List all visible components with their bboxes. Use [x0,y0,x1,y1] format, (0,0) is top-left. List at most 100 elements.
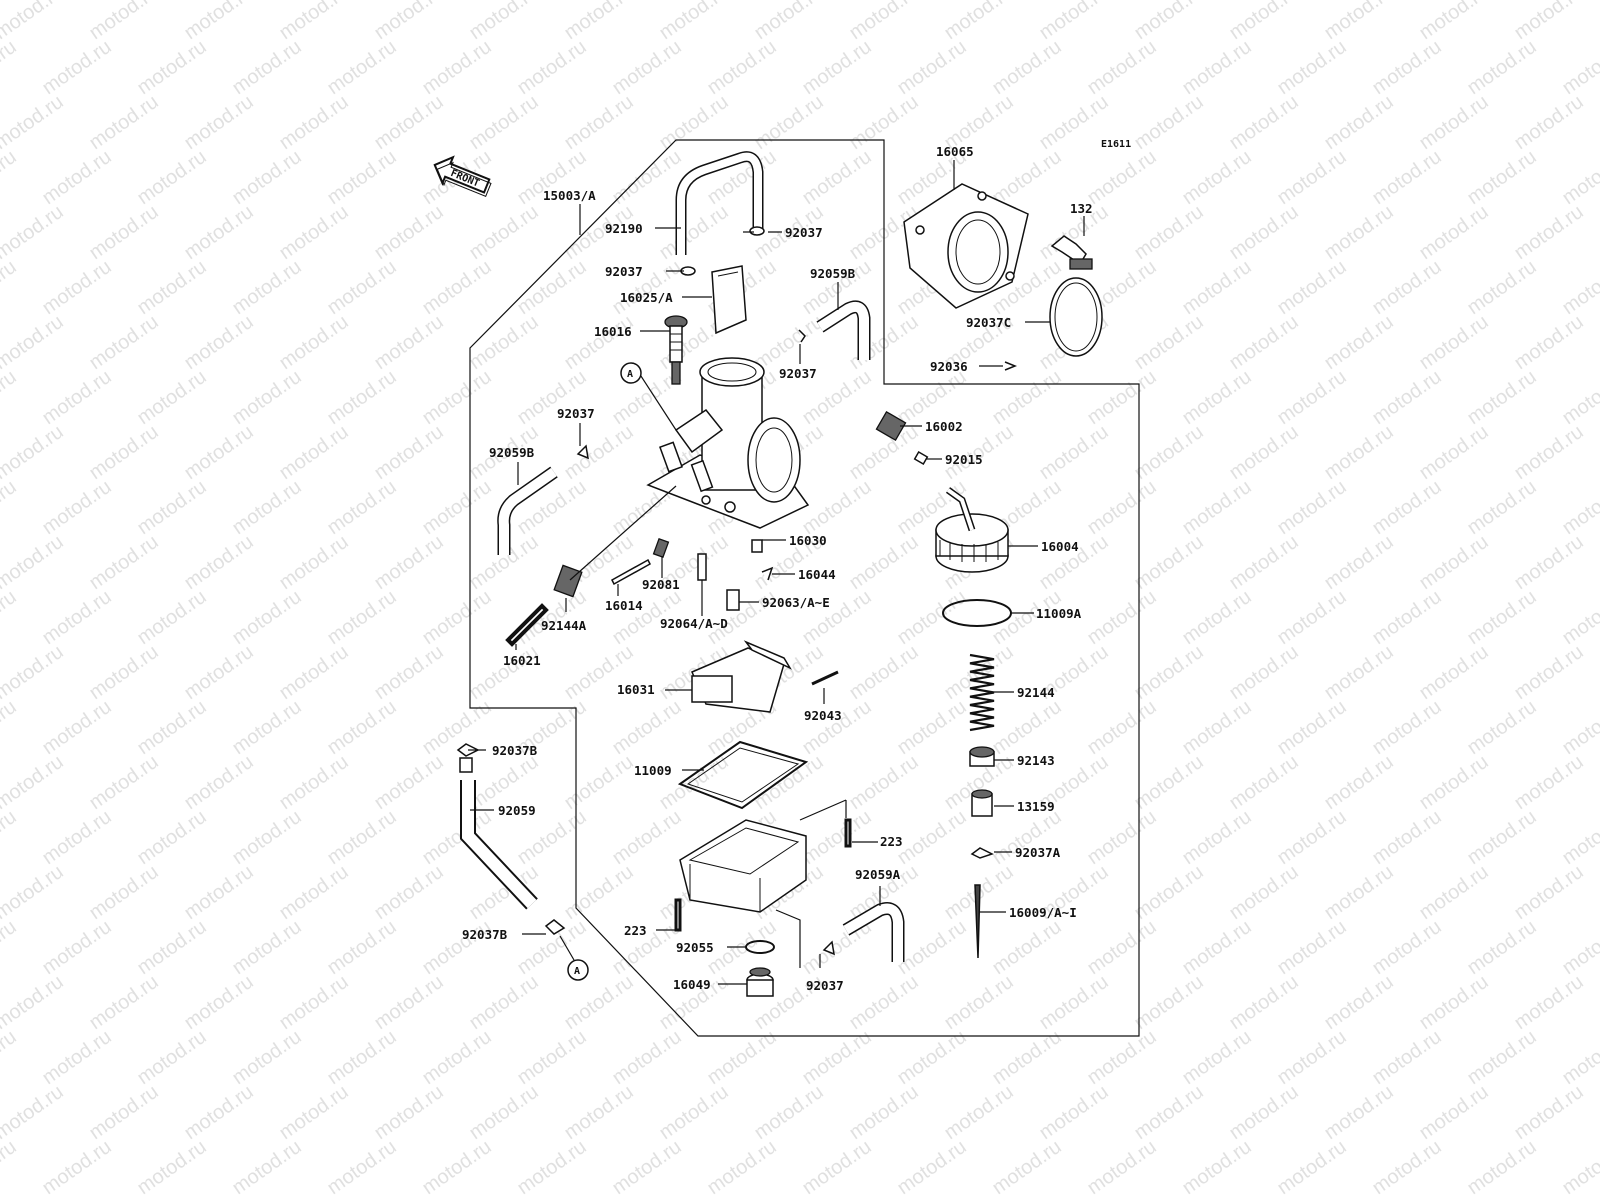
watermark-text: motod.ru [845,641,922,704]
watermark-text: motod.ru [85,311,162,374]
watermark-text: motod.ru [1273,146,1350,209]
jet-16030 [751,539,763,553]
needle-16009 [974,884,981,959]
watermark-text: motod.ru [1510,0,1587,44]
watermark-text: motod.ru [1368,1026,1445,1089]
watermark-text: motod.ru [1368,256,1445,319]
watermark-text: motod.ru [180,641,257,704]
watermark-text: motod.ru [323,476,400,539]
watermark-text: motod.ru [370,91,447,154]
watermark-text: motod.ru [275,971,352,1034]
cover-16025a [711,265,747,335]
watermark-text: motod.ru [133,36,210,99]
watermark-text: motod.ru [1463,1136,1540,1199]
watermark-text: motod.ru [655,91,732,154]
watermark-text: motod.ru [38,806,115,869]
jet-92063 [726,589,740,611]
watermark-text: motod.ru [1320,91,1397,154]
watermark-text: motod.ru [275,531,352,594]
watermark-text: motod.ru [0,586,21,649]
watermark-text: motod.ru [133,1026,210,1089]
watermark-text: motod.ru [370,861,447,924]
watermark-text: motod.ru [228,1136,305,1199]
watermark-text: motod.ru [1225,0,1302,44]
watermark-text: motod.ru [275,861,352,924]
callout-92064: 92064/A~D [660,616,728,631]
watermark-text: motod.ru [0,531,68,594]
watermark-text: motod.ru [38,1026,115,1089]
watermark-text: motod.ru [0,201,68,264]
watermark-text: motod.ru [940,971,1017,1034]
watermark-text: motod.ru [893,586,970,649]
watermark-text: motod.ru [560,1081,637,1144]
watermark-text: motod.ru [38,366,115,429]
watermark-text: motod.ru [0,0,68,44]
spring-92144a [553,564,583,598]
watermark-text: motod.ru [85,751,162,814]
watermark-text: motod.ru [370,971,447,1034]
watermark-text: motod.ru [1415,751,1492,814]
watermark-text: motod.ru [1178,36,1255,99]
watermark-text: motod.ru [38,476,115,539]
clamp-92037c [1049,258,1103,357]
watermark-text: motod.ru [1225,201,1302,264]
watermark-text: motod.ru [0,36,21,99]
callout-92037c: 92037C [966,315,1011,330]
watermark-text: motod.ru [465,311,542,374]
watermark-text: motod.ru [180,0,257,44]
callout-92059b-left: 92059B [489,445,535,460]
watermark-text: motod.ru [85,421,162,484]
watermark-text: motod.ru [798,696,875,759]
watermark-text: motod.ru [845,531,922,594]
watermark-text: motod.ru [1035,971,1112,1034]
watermark-text: motod.ru [180,201,257,264]
watermark-text: motod.ru [513,1136,590,1199]
callout-16021: 16021 [503,653,541,668]
watermark-text: motod.ru [38,1136,115,1199]
watermark-text: motod.ru [1320,861,1397,924]
watermark-text: motod.ru [1510,971,1587,1034]
watermark-text: motod.ru [893,696,970,759]
watermark-text: motod.ru [0,1136,21,1199]
watermark-text: motod.ru [1320,531,1397,594]
watermark-text: motod.ru [1558,806,1600,869]
watermark-text: motod.ru [323,696,400,759]
watermark-text: motod.ru [1273,256,1350,319]
callout-92036: 92036 [930,359,968,374]
watermark-text: motod.ru [1130,861,1207,924]
watermark-text: motod.ru [1178,696,1255,759]
watermark-text: motod.ru [418,256,495,319]
watermark-text: motod.ru [1130,311,1207,374]
watermark-text: motod.ru [418,476,495,539]
watermark-text: motod.ru [133,916,210,979]
watermark-text: motod.ru [1368,476,1445,539]
watermark-text: motod.ru [893,806,970,869]
watermark-text: motod.ru [845,751,922,814]
watermark-text: motod.ru [703,36,780,99]
watermark-text: motod.ru [0,146,21,209]
watermark-text: motod.ru [893,36,970,99]
watermark-text: motod.ru [1083,916,1160,979]
watermark-text: motod.ru [988,146,1065,209]
callout-16016: 16016 [594,324,632,339]
callout-16065: 16065 [936,144,974,159]
watermark-text: motod.ru [608,916,685,979]
watermark-text: motod.ru [750,91,827,154]
watermark-text: motod.ru [180,751,257,814]
watermark-text: motod.ru [1273,476,1350,539]
callout-92037b-top: 92037B [492,743,538,758]
watermark-text: motod.ru [608,36,685,99]
watermark-text: motod.ru [798,146,875,209]
watermark-text: motod.ru [988,1026,1065,1089]
watermark-text: motod.ru [1035,0,1112,44]
callout-16030: 16030 [789,533,827,548]
watermark-text: motod.ru [1463,476,1540,539]
watermark-text: motod.ru [1083,1136,1160,1199]
cap-16004 [935,487,1009,573]
watermark-text: motod.ru [275,751,352,814]
watermark-text: motod.ru [228,36,305,99]
watermark-text: motod.ru [1130,0,1207,44]
watermark-text: motod.ru [275,641,352,704]
callout-11009a: 11009A [1036,606,1082,621]
